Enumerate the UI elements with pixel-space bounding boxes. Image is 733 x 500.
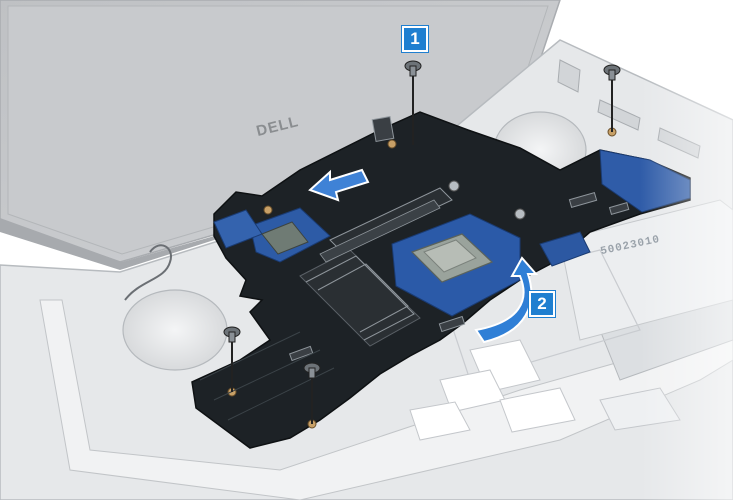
screw-4 xyxy=(303,362,321,424)
slide-arrow xyxy=(308,168,370,202)
lift-arrow xyxy=(474,256,539,344)
callout-badge-1: 1 xyxy=(402,26,428,52)
screw-1 xyxy=(404,60,422,145)
callout-badge-2: 2 xyxy=(529,291,555,317)
screw-2 xyxy=(603,64,621,132)
screw-3 xyxy=(223,326,241,392)
memory-slots xyxy=(299,187,453,347)
